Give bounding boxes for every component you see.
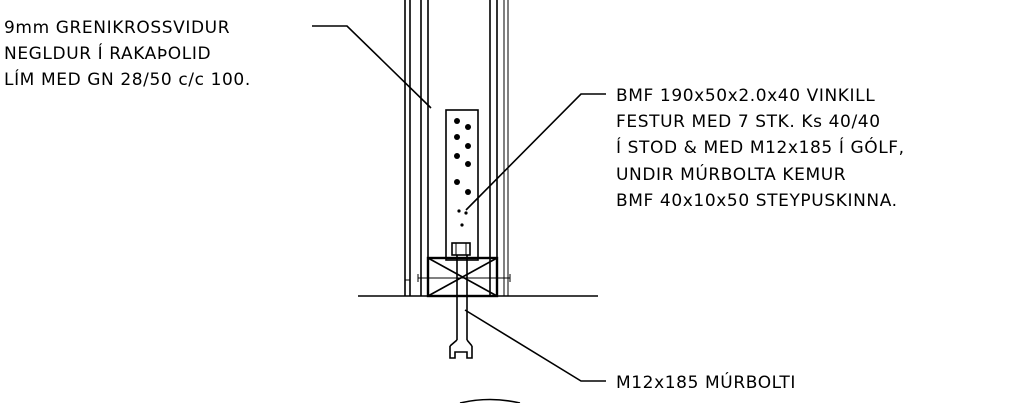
sheathing-note-line: NEGLDUR Í RAKAÞOLID	[4, 42, 211, 64]
bracket-note-line: Í STOD & MED M12x185 Í GÓLF,	[616, 136, 905, 158]
bmf-angle-bracket	[445, 109, 479, 261]
sheathing-note-line: LÍM MED GN 28/50 c/c 100.	[4, 68, 251, 90]
sheathing-note: 9mm GRENIKROSSVIDUR NEGLDUR Í RAKAÞOLID …	[4, 18, 251, 90]
bracket-note-line: UNDIR MÚRBOLTA KEMUR	[616, 163, 846, 185]
floor-arc	[459, 398, 521, 403]
bottom-plate	[417, 256, 511, 298]
bolt-note-line: M12x185 MÚRBOLTI	[616, 371, 796, 393]
bolt-note: M12x185 MÚRBOLTI	[616, 371, 796, 393]
bracket-note-line: FESTUR MED 7 STK. Ks 40/40	[616, 112, 881, 132]
plywood-sheathing	[404, 0, 411, 296]
leader-lines	[312, 25, 606, 382]
m12-anchor-bolt	[449, 255, 473, 359]
sheathing-note-line: 9mm GRENIKROSSVIDUR	[4, 18, 230, 38]
bracket-note-line: BMF 40x10x50 STEYPUSKINNA.	[616, 191, 898, 211]
wall-stud	[420, 0, 509, 296]
bracket-note: BMF 190x50x2.0x40 VINKILL FESTUR MED 7 S…	[616, 86, 911, 211]
bracket-note-line: BMF 190x50x2.0x40 VINKILL	[616, 86, 875, 106]
